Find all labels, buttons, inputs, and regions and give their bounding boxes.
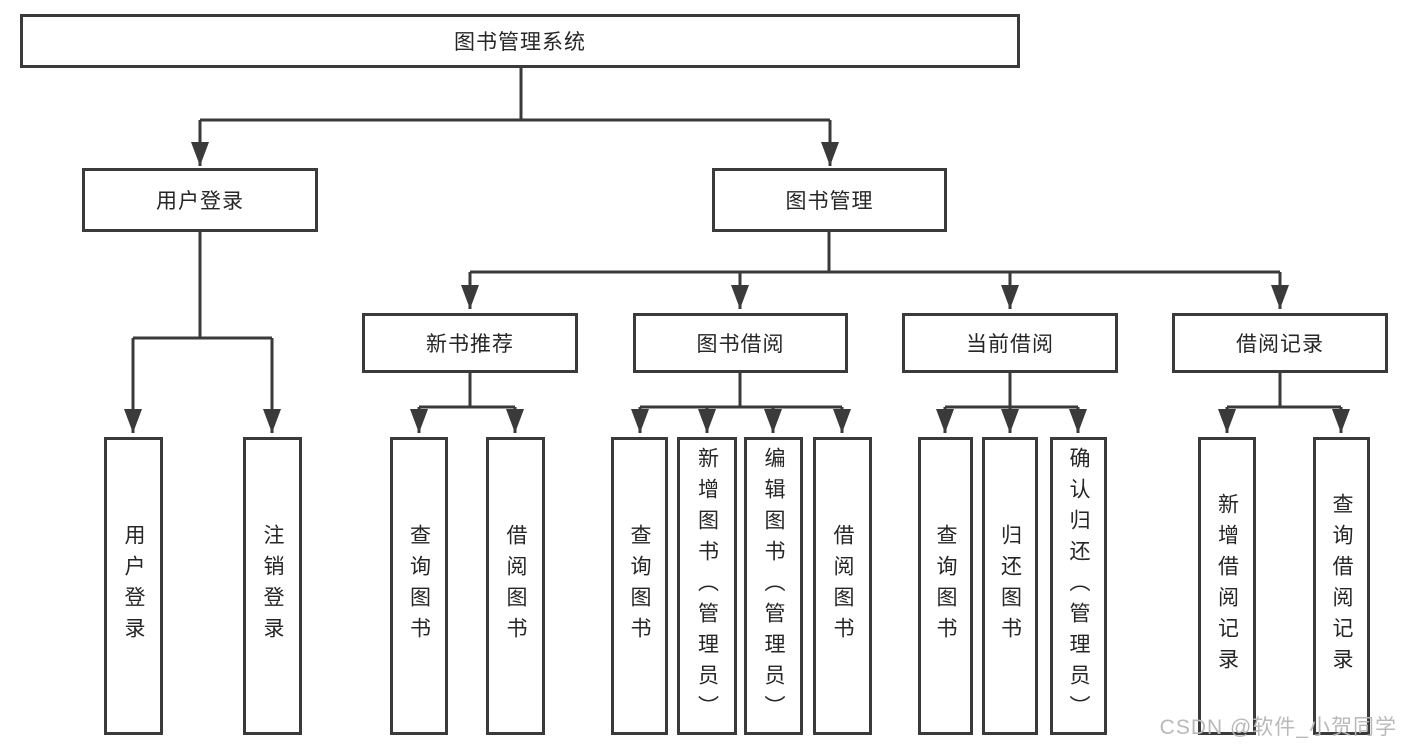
leaf-cb-query-books-label: 查询图书 (934, 524, 957, 648)
leaf-br-add-record: 新增借阅记录 (1198, 437, 1256, 735)
leaf-nb-query-books: 查询图书 (390, 437, 448, 735)
leaf-cb-confirm-return-admin: 确认归还（管理员） (1050, 437, 1107, 735)
leaf-bb-edit-book-admin: 编辑图书（管理员） (744, 437, 803, 735)
leaf-br-add-record-label: 新增借阅记录 (1215, 493, 1239, 679)
leaf-bb-query-books: 查询图书 (611, 437, 668, 735)
node-current-borrowing: 当前借阅 (902, 313, 1118, 373)
leaf-bb-borrow-books-label: 借阅图书 (831, 524, 854, 648)
leaf-nb-query-books-label: 查询图书 (407, 524, 431, 648)
leaf-bb-add-book-admin: 新增图书（管理员） (677, 437, 737, 735)
node-new-book-recommend: 新书推荐 (362, 313, 578, 373)
leaf-bb-query-books-label: 查询图书 (628, 524, 651, 648)
leaf-bb-add-book-admin-label: 新增图书（管理员） (695, 446, 719, 726)
leaf-br-query-record: 查询借阅记录 (1313, 437, 1370, 735)
leaf-logout: 注销登录 (243, 437, 302, 735)
node-borrowing-records: 借阅记录 (1172, 313, 1388, 373)
leaf-user-login: 用户登录 (104, 437, 163, 735)
leaf-cb-return-book: 归还图书 (982, 437, 1038, 735)
leaf-nb-borrow-books-label: 借阅图书 (504, 524, 527, 648)
leaf-bb-edit-book-admin-label: 编辑图书（管理员） (762, 446, 785, 726)
leaf-cb-confirm-return-admin-label: 确认归还（管理员） (1067, 446, 1090, 726)
leaf-logout-label: 注销登录 (261, 524, 284, 648)
node-book-borrowing: 图书借阅 (633, 313, 848, 373)
leaf-cb-return-book-label: 归还图书 (998, 524, 1022, 648)
node-book-management: 图书管理 (712, 168, 947, 232)
leaf-bb-borrow-books: 借阅图书 (813, 437, 872, 735)
csdn-watermark: CSDN @软件_小贺同学 (1159, 716, 1397, 739)
leaf-br-query-record-label: 查询借阅记录 (1330, 493, 1353, 679)
leaf-nb-borrow-books: 借阅图书 (486, 437, 545, 735)
node-user-login: 用户登录 (82, 168, 318, 232)
leaf-user-login-label: 用户登录 (122, 524, 145, 648)
node-library-system: 图书管理系统 (20, 14, 1020, 68)
leaf-cb-query-books: 查询图书 (918, 437, 973, 735)
